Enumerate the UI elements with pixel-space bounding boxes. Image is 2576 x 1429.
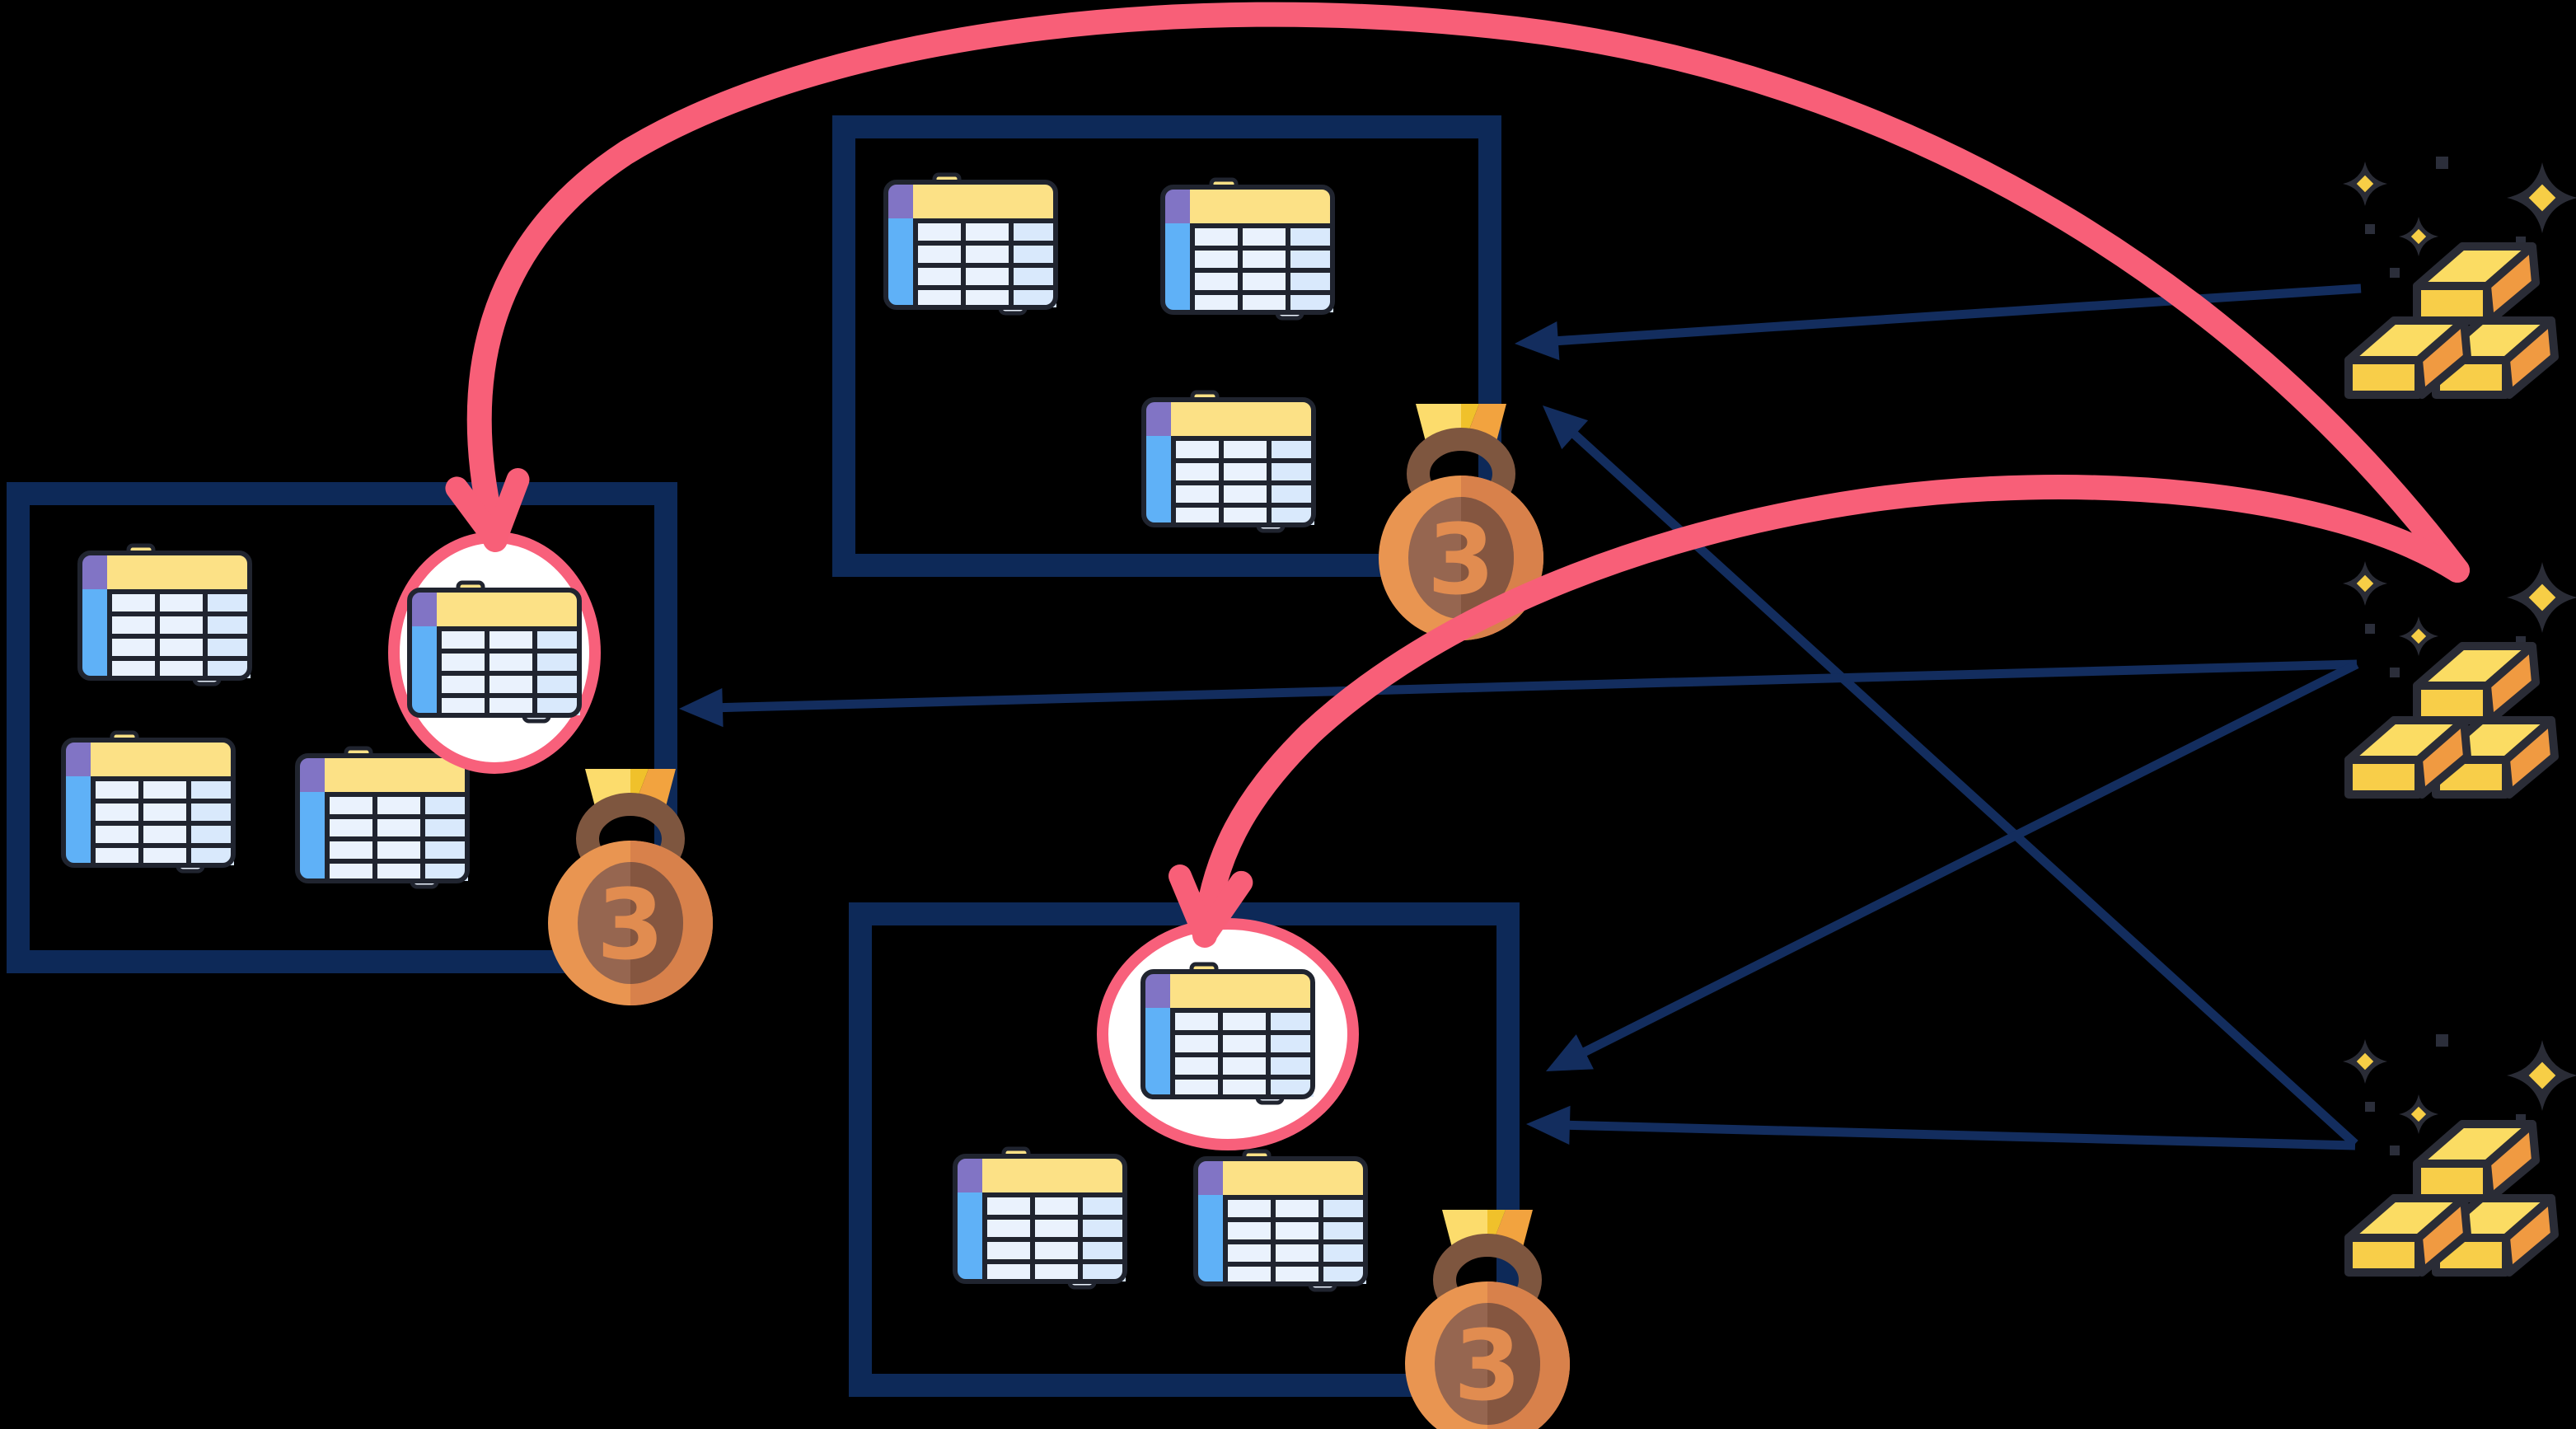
arrow-middlebars-to-leftbox xyxy=(679,659,2358,728)
table-corner xyxy=(63,740,91,776)
table-header xyxy=(1190,187,1332,223)
table-icon xyxy=(1141,390,1316,533)
table-header xyxy=(982,1156,1125,1192)
arrowhead xyxy=(1515,321,1560,361)
table-header xyxy=(1223,1159,1365,1195)
gold-bars-icon xyxy=(2343,157,2576,399)
table-key-column xyxy=(80,589,107,678)
pink-arc-to-left-highlight xyxy=(445,2,2470,583)
table-icon xyxy=(77,543,252,686)
gold-bars-icon xyxy=(2343,1034,2576,1277)
table-corner xyxy=(297,756,325,792)
arrow-middlebars-to-bottombox xyxy=(1546,660,2359,1071)
highlighted-table-icon xyxy=(407,580,582,724)
table-key-column xyxy=(886,218,913,307)
table-key-column xyxy=(1144,436,1171,525)
schema-box-left xyxy=(7,482,677,973)
table-corner xyxy=(955,1156,982,1192)
arrow-topbars-to-topbox xyxy=(1515,283,2362,361)
table-corner xyxy=(1163,187,1190,223)
schema-box-top xyxy=(832,115,1501,577)
table-header xyxy=(1171,400,1314,436)
bronze-medal-icon: 3 xyxy=(1405,1210,1571,1429)
table-icon xyxy=(953,1146,1127,1290)
table-icon xyxy=(1193,1149,1368,1292)
table-key-column xyxy=(63,776,91,865)
medal-rank-label: 3 xyxy=(1454,1309,1521,1422)
table-key-column xyxy=(955,1192,982,1281)
table-corner xyxy=(1143,972,1170,1008)
highlighted-table-icon xyxy=(1140,962,1315,1105)
pink-curve-to-bottom-highlight xyxy=(1168,475,2470,948)
table-header xyxy=(437,590,579,626)
table-header xyxy=(1170,972,1313,1008)
table-icon xyxy=(883,172,1058,316)
medal-rank-label: 3 xyxy=(597,868,664,982)
table-header xyxy=(325,756,467,792)
bronze-medal-icon: 3 xyxy=(548,769,714,1005)
table-key-column xyxy=(410,626,437,715)
arrowhead xyxy=(1526,1105,1571,1146)
table-corner xyxy=(80,553,107,589)
table-corner xyxy=(1196,1159,1223,1195)
medal-rank-label: 3 xyxy=(1427,503,1495,616)
gold-bars-icon xyxy=(2343,556,2576,799)
table-key-column xyxy=(297,792,325,881)
arrowhead xyxy=(1168,864,1253,947)
table-header xyxy=(91,740,233,776)
table-corner xyxy=(1144,400,1171,436)
arrowhead xyxy=(1543,405,1589,450)
table-corner xyxy=(410,590,437,626)
arrowhead xyxy=(1546,1034,1594,1071)
table-header xyxy=(913,182,1056,218)
table-corner xyxy=(886,182,913,218)
arrow-bottombars-to-topbox xyxy=(1543,405,2358,1148)
table-header xyxy=(107,553,250,589)
arrow-bottombars-to-bottombox xyxy=(1526,1105,2356,1150)
arrowhead xyxy=(445,468,530,551)
arrowhead xyxy=(679,687,724,728)
table-key-column xyxy=(1196,1195,1223,1284)
table-icon xyxy=(1160,177,1335,321)
table-icon xyxy=(61,730,236,874)
table-key-column xyxy=(1143,1008,1170,1097)
table-icon xyxy=(295,746,470,889)
table-key-column xyxy=(1163,223,1190,312)
